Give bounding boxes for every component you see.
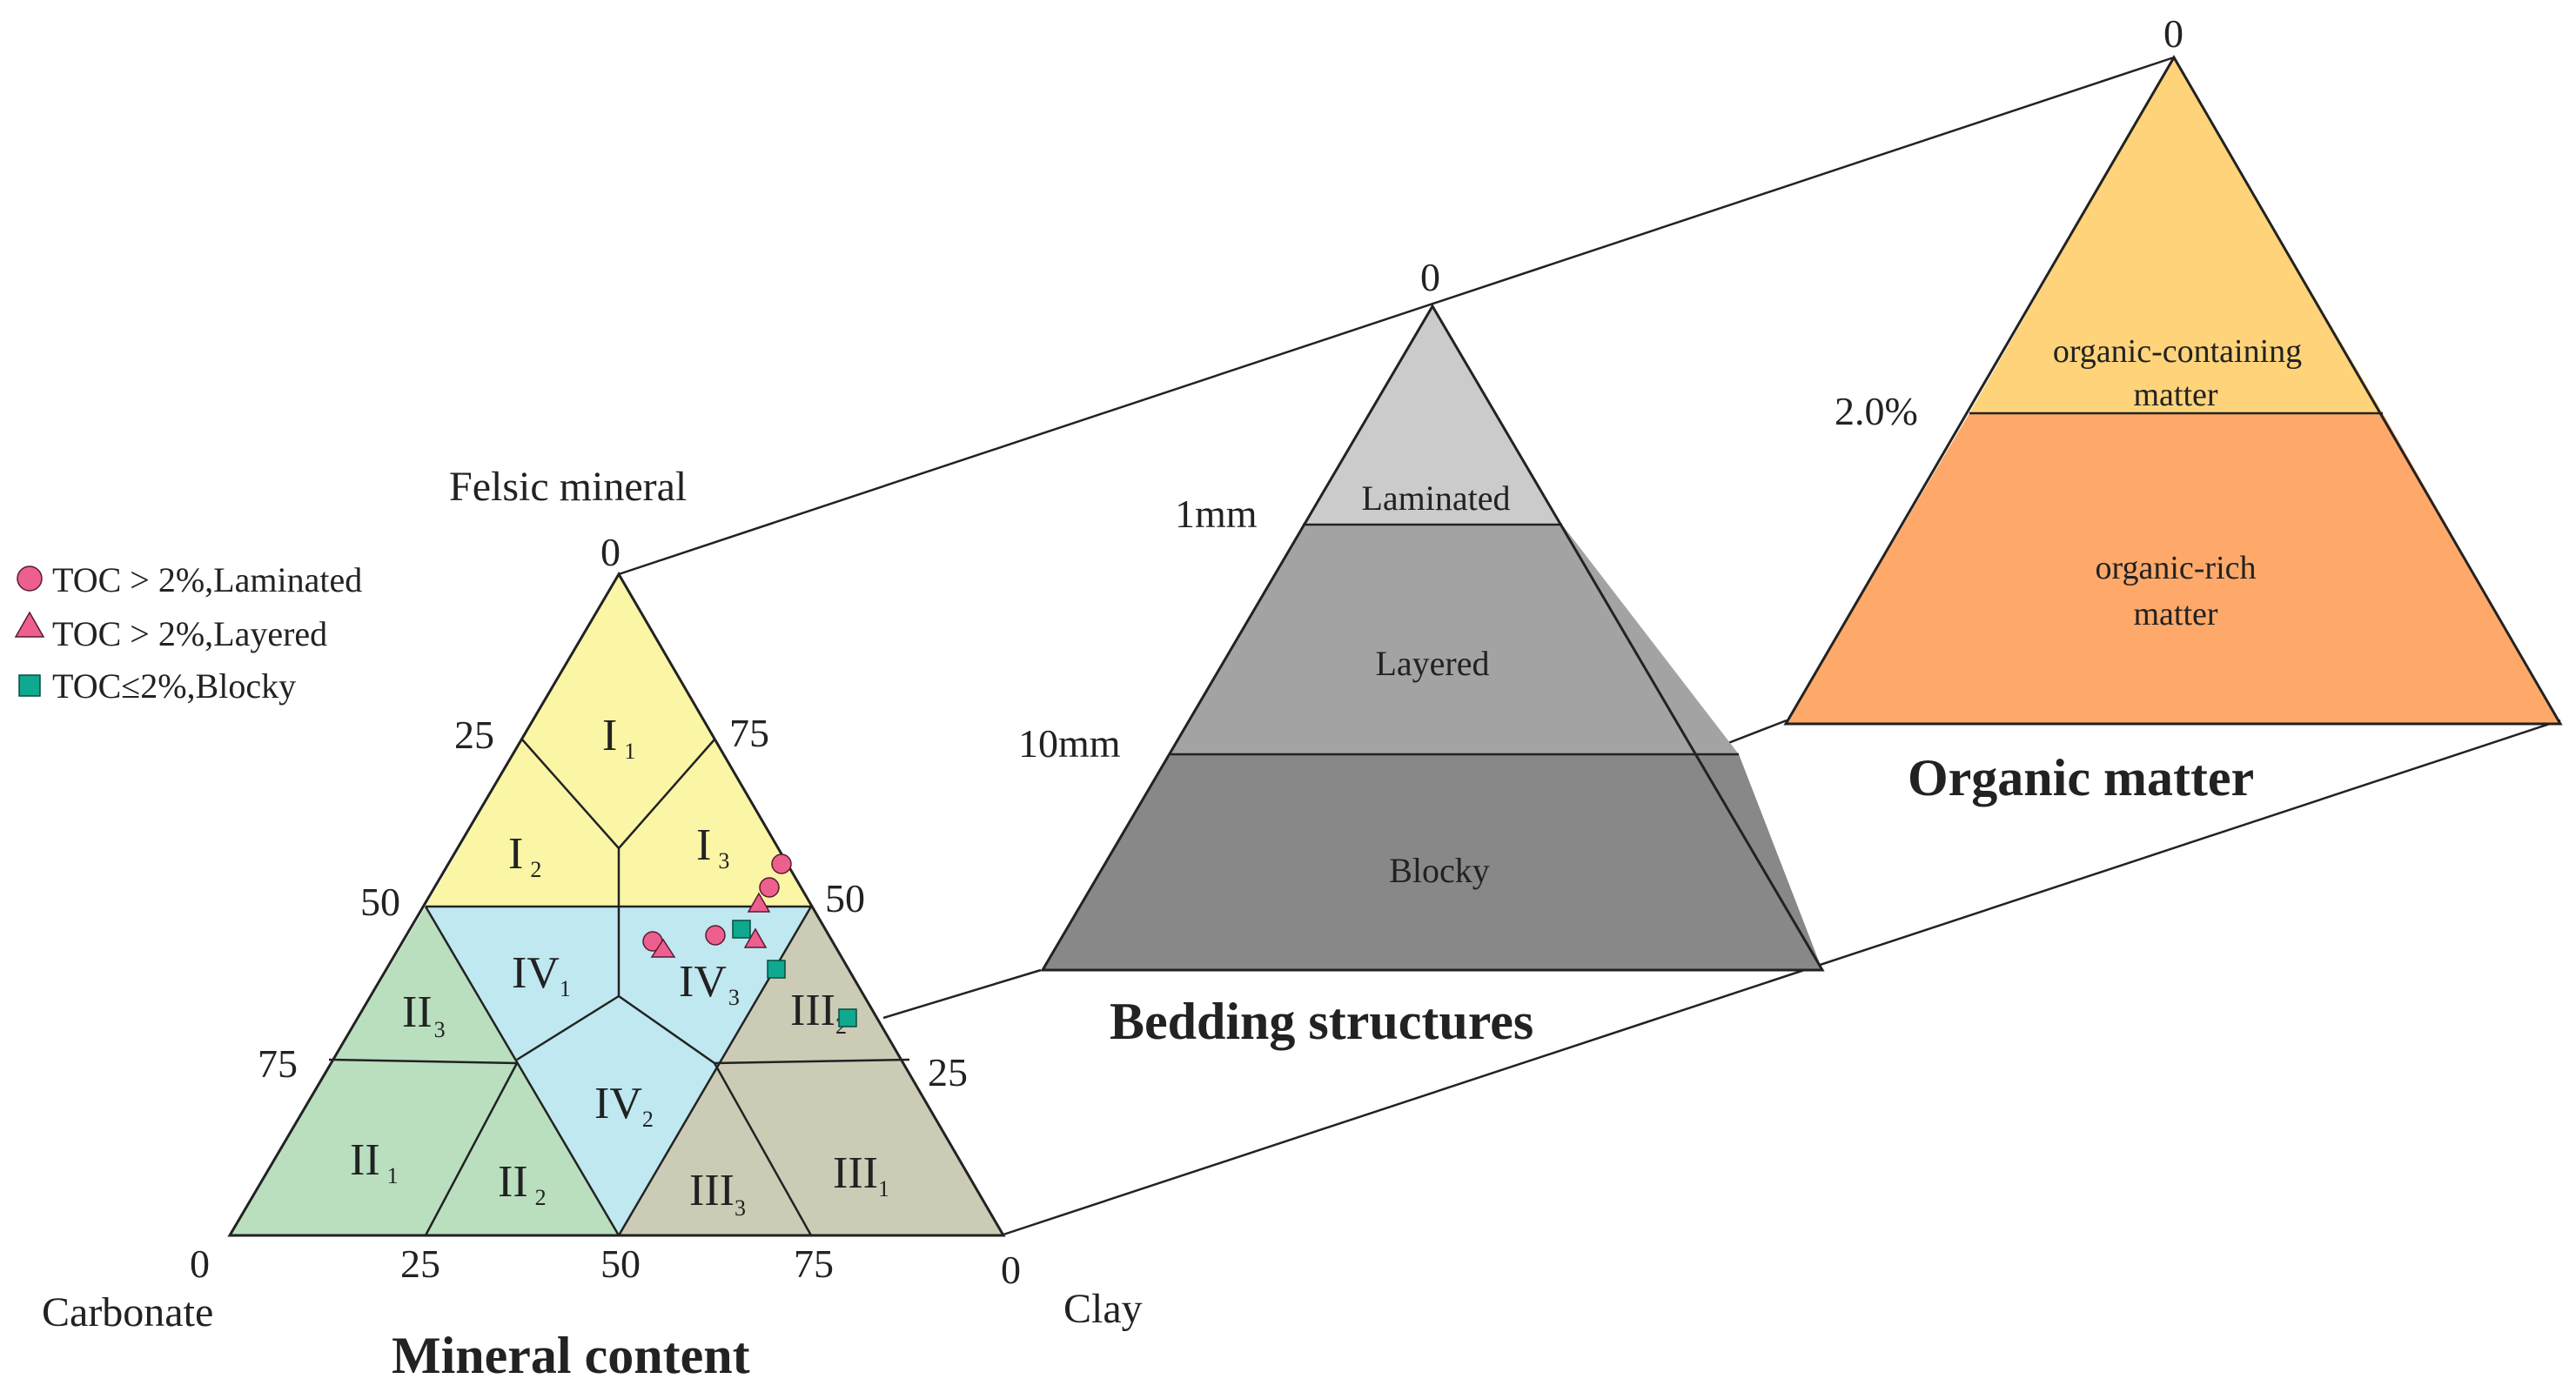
bedding-laminated-layer [1303,306,1562,525]
laminated-label: Laminated [1361,478,1510,518]
marker-triangle [650,938,676,958]
marker-square [767,960,786,979]
organic-triangle: 0 2.0% organic-containing matter organic… [1783,11,2563,806]
felsic-region [426,574,811,907]
data-markers [642,853,857,1027]
marker-square [732,920,751,939]
organic-apex-tick: 0 [2163,11,2184,56]
organic-containing-label-line1: organic-containing [2053,333,2302,370]
right-tick-25: 25 [928,1050,968,1094]
left-tick-50: 50 [360,880,400,924]
mineral-content-title: Mineral content [392,1327,750,1384]
organic-containing-layer [1969,57,2383,413]
clay-label: Clay [1063,1286,1143,1332]
left-tick-25: 25 [454,713,494,757]
zone-label-IV2: IV2 [594,1079,654,1132]
organic-rich-label-line1: organic-rich [2096,550,2257,586]
zone-label-III1: III1 [833,1148,889,1201]
legend-label-layered: TOC > 2%,Layered [52,614,327,653]
bedding-structures-title: Bedding structures [1110,993,1533,1050]
mineral-ternary: I1 I2 I3 IV1 IV3 IV2 II3 II1 II2 III2 II… [42,464,1143,1384]
right-tick-50: 50 [825,876,865,920]
bedding-layered-layer [1171,525,1739,754]
clay-region [619,907,1003,1235]
layered-label: Layered [1375,644,1489,683]
zone-label-IV1: IV1 [512,948,571,1001]
carbonate-region [230,907,619,1235]
legend-label-laminated: TOC > 2%,Laminated [52,560,362,599]
legend-triangle-icon [14,611,45,638]
marker-square [838,1008,857,1027]
carbonate-label: Carbonate [42,1289,213,1335]
blocky-label: Blocky [1389,851,1490,890]
bedding-tick-1mm: 1mm [1175,492,1258,536]
felsic-mineral-label: Felsic mineral [449,464,687,510]
marker-triangle [747,892,771,913]
apex-tick: 0 [600,530,621,574]
bedding-triangle: 0 1mm 10mm Laminated Layered Blocky Bedd… [1018,255,1825,1050]
zone-label-III3: III3 [689,1166,746,1221]
mixed-region [426,907,811,1235]
organic-tick-2-percent: 2.0% [1835,389,1918,433]
organic-matter-title: Organic matter [1908,749,2254,806]
zone-label-IV3: IV3 [679,957,740,1010]
bedding-tick-10mm: 10mm [1018,721,1121,766]
organic-rich-layer [1786,413,2560,724]
bottom-tick-0-right: 0 [1001,1248,1021,1292]
marker-circle [759,877,780,898]
marker-circle [771,853,792,874]
organic-containing-label-line2: matter [2133,377,2217,413]
zone-label-II3: II3 [402,987,446,1042]
organic-rich-label-line2: matter [2133,596,2217,632]
legend-circle-icon [17,566,43,592]
legend-label-blocky: TOC≤2%,Blocky [52,666,296,706]
right-tick-75: 75 [729,711,769,755]
bottom-tick-75: 75 [794,1241,834,1286]
legend-square-icon [18,674,41,697]
left-tick-75: 75 [258,1041,298,1086]
legend: TOC > 2%,Laminated TOC > 2%,Layered TOC≤… [14,560,362,706]
bedding-blocky-layer [1043,754,1822,970]
bedding-apex-tick: 0 [1420,255,1440,299]
bottom-tick-50: 50 [600,1241,641,1286]
marker-circle [705,925,726,946]
bottom-tick-25: 25 [400,1241,440,1286]
bottom-tick-0-left: 0 [190,1241,210,1286]
